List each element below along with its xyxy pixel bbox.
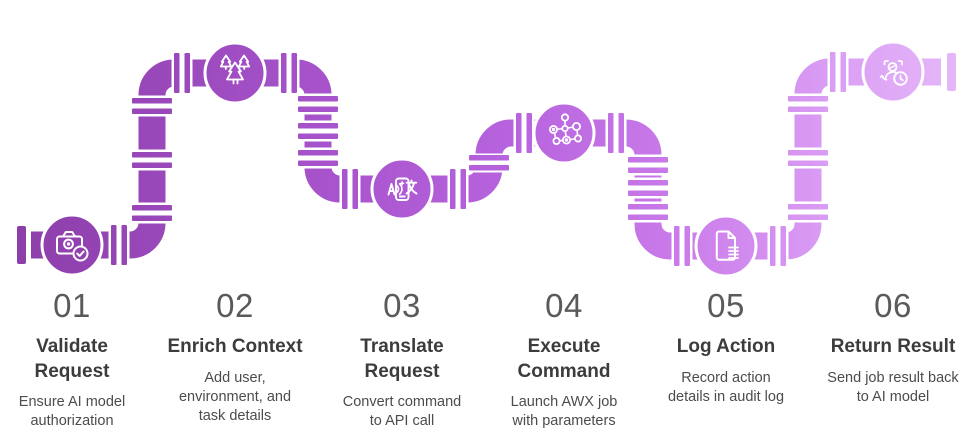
step-2-circle bbox=[203, 41, 267, 105]
step-medallions bbox=[40, 40, 925, 278]
step-number: 06 bbox=[874, 287, 912, 324]
step-title: Return Result bbox=[830, 336, 956, 358]
pipe-endcap bbox=[947, 53, 956, 91]
step-description: Convert command to API call bbox=[342, 393, 462, 430]
step-6-column: 06 Return Result Send job result back to… bbox=[811, 287, 960, 407]
step-number: 01 bbox=[53, 287, 91, 324]
step-title: Translate Request bbox=[360, 336, 444, 382]
camera-check-icon bbox=[56, 231, 89, 262]
person-return-icon bbox=[879, 60, 908, 86]
step-description: Add user, environment, and task details bbox=[178, 369, 292, 424]
step-description: Record action details in audit log bbox=[667, 369, 785, 405]
pipeline-pipes bbox=[17, 40, 956, 278]
document-icon bbox=[715, 230, 739, 261]
step-5-column: 05 Log Action Record action details in a… bbox=[644, 287, 808, 407]
step-number: 05 bbox=[707, 287, 745, 324]
step-4-circle bbox=[532, 101, 596, 165]
step-4-column: 04 Execute Command Launch AWX job with p… bbox=[482, 287, 646, 431]
forest-icon bbox=[219, 54, 251, 85]
step-number: 02 bbox=[216, 287, 254, 324]
step-title: Log Action bbox=[676, 336, 776, 358]
step-description: Ensure AI model authorization bbox=[18, 393, 126, 430]
step-description: Send job result back to AI model bbox=[827, 369, 959, 405]
translate-icon bbox=[387, 177, 418, 201]
pipe-couplings-vertical bbox=[132, 93, 828, 224]
step-5-circle bbox=[694, 214, 758, 278]
step-1-column: 01 Validate Request Ensure AI model auth… bbox=[0, 287, 154, 431]
step-2-column: 02 Enrich Context Add user, environment,… bbox=[153, 287, 317, 426]
step-description: Launch AWX job with parameters bbox=[510, 393, 618, 430]
step-title: Enrich Context bbox=[167, 336, 303, 358]
network-nodes-icon bbox=[549, 113, 583, 145]
pipe-couplings-horizontal bbox=[108, 52, 849, 266]
step-title: Validate Request bbox=[34, 336, 110, 382]
step-3-column: 03 Translate Request Convert command to … bbox=[320, 287, 484, 431]
step-number: 04 bbox=[545, 287, 583, 324]
pipe-endcap bbox=[17, 226, 26, 264]
step-title: Execute Command bbox=[517, 336, 611, 382]
step-number: 03 bbox=[383, 287, 421, 324]
